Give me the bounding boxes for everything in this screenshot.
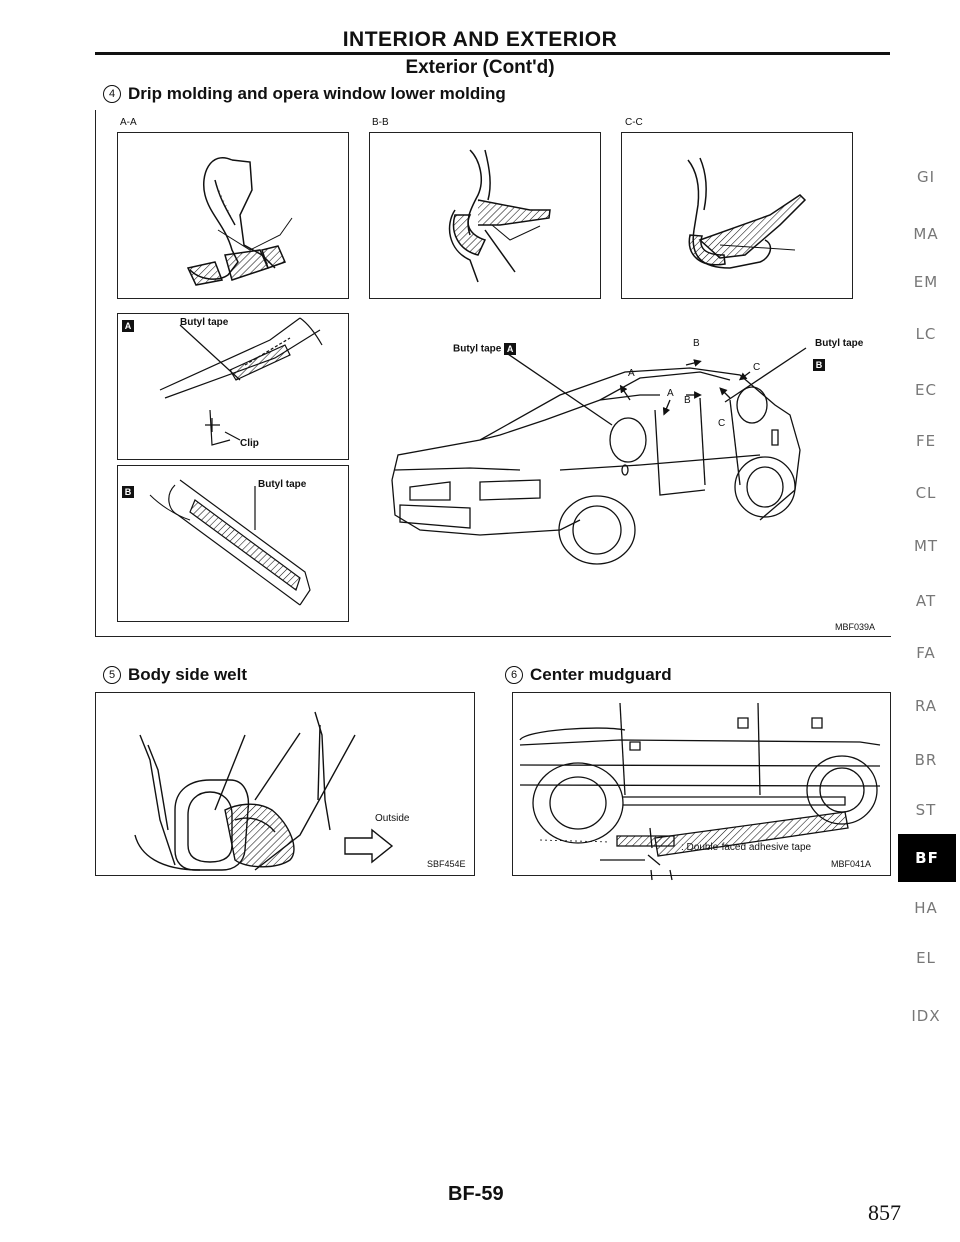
view-label-cc: C-C (625, 117, 643, 128)
detail-a-clip-label: Clip (240, 438, 259, 449)
detail-box-b (117, 465, 349, 622)
tab-ec[interactable]: EC (915, 381, 937, 399)
car-butyl-label-right: Butyl tape (815, 338, 864, 349)
arrow-label-c1: C (753, 362, 761, 373)
section-number-badge: 6 (505, 666, 523, 684)
tab-at[interactable]: AT (915, 592, 937, 610)
arrow-label-c2: C (718, 418, 726, 429)
header-divider (95, 52, 890, 55)
section-6-title: 6 Center mudguard (505, 665, 672, 685)
section-number-badge: 4 (103, 85, 121, 103)
cross-section-aa (117, 132, 349, 299)
tab-br[interactable]: BR (914, 751, 938, 769)
tab-fe[interactable]: FE (915, 432, 937, 450)
section-4-title: 4 Drip molding and opera window lower mol… (103, 84, 506, 104)
detail-marker-b: B (122, 483, 134, 501)
section-title-text: Center mudguard (530, 665, 672, 684)
figure-code-mudguard: MBF041A (831, 859, 872, 869)
detail-a-butyl-label: Butyl tape (180, 317, 229, 328)
section-5-title: 5 Body side welt (103, 665, 247, 685)
tab-cl[interactable]: CL (915, 484, 937, 502)
detail-marker-a: A (122, 317, 134, 335)
arrow-label-a2: A (667, 388, 674, 399)
detail-box-a (117, 313, 349, 460)
footer-page-number: 857 (868, 1200, 901, 1225)
page-subtitle: Exterior (Cont'd) (405, 57, 555, 78)
tab-ra[interactable]: RA (914, 697, 938, 715)
tab-ha[interactable]: HA (914, 899, 938, 917)
tab-em[interactable]: EM (913, 273, 939, 291)
welt-outside-label: Outside (375, 813, 410, 824)
cross-section-bb (369, 132, 601, 299)
section-title-text: Drip molding and opera window lower mold… (128, 84, 506, 103)
car-marker-right: B (813, 356, 825, 374)
tab-bf[interactable]: BF (898, 834, 956, 882)
car-butyl-label-left: Butyl tape A (453, 343, 517, 355)
arrow-label-a1: A (628, 368, 635, 379)
arrow-label-b2: B (684, 395, 691, 406)
page-title: INTERIOR AND EXTERIOR (342, 28, 618, 51)
figure-frame-welt (95, 692, 475, 876)
tab-idx[interactable]: IDX (911, 1007, 941, 1025)
figure-code-drip: MBF039A (835, 622, 876, 632)
section-title-text: Body side welt (128, 665, 248, 684)
figure-code-welt: SBF454E (427, 859, 466, 869)
detail-b-butyl-label: Butyl tape (258, 479, 307, 490)
section-number-badge: 5 (103, 666, 121, 684)
arrow-label-b1: B (693, 338, 700, 349)
tab-st[interactable]: ST (915, 801, 937, 819)
tab-mt[interactable]: MT (913, 537, 939, 555)
tab-ma[interactable]: MA (913, 225, 939, 243)
view-label-bb: B-B (372, 117, 389, 128)
tab-el[interactable]: EL (916, 949, 936, 967)
tab-lc[interactable]: LC (915, 325, 937, 343)
tab-fa[interactable]: FA (916, 644, 936, 662)
cross-section-cc (621, 132, 853, 299)
tab-gi[interactable]: GI (916, 168, 936, 186)
mudguard-legend-text: : Double-faced adhesive tape (681, 842, 812, 853)
view-label-aa: A-A (120, 117, 137, 128)
footer-page-code: BF-59 (448, 1183, 504, 1205)
